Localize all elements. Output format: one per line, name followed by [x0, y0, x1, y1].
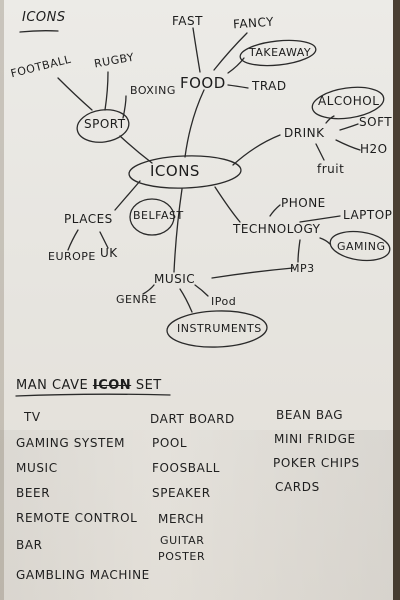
mp3-label: MP3 — [290, 262, 315, 275]
list-item-guitar: Guitar — [160, 534, 205, 547]
branch-tech-laptop — [299, 215, 341, 223]
list-item-bar: Bar — [16, 538, 43, 552]
branch-center-music — [173, 188, 183, 273]
list-item-beer: Beer — [16, 486, 51, 500]
list-item-gaming-system: Gaming System — [16, 436, 126, 450]
fruit-label: fruit — [317, 162, 345, 176]
branch-center-sport — [119, 135, 153, 164]
branch-places-europe — [67, 229, 79, 251]
branch-food-fast — [192, 27, 201, 73]
branch-drink-alcohol — [325, 115, 335, 124]
branch-places-uk — [99, 231, 109, 249]
soft-label: Soft — [359, 115, 393, 129]
set-title-part1: Man Cave — [16, 378, 89, 393]
set-title-underline — [15, 393, 171, 397]
set-title-part3: Set — [135, 378, 162, 393]
alcohol-oval — [311, 86, 385, 120]
places-label: Places — [64, 212, 113, 226]
branch-sport-football — [57, 77, 93, 111]
laptop-label: Laptop — [343, 208, 393, 222]
technology-label: Technology — [233, 222, 321, 236]
instruments-oval — [166, 310, 268, 348]
header-title: Icons — [22, 10, 66, 25]
branch-tech-phone — [269, 204, 281, 217]
sport-oval — [76, 109, 130, 143]
list-item-poker-chips: Poker Chips — [273, 456, 360, 470]
list-item-poster: Poster — [158, 550, 206, 563]
belfast-oval — [129, 198, 175, 236]
list-item-cards: Cards — [275, 480, 320, 494]
gaming-label: Gaming — [337, 240, 386, 253]
europe-label: Europe — [48, 250, 96, 263]
list-item-tv: TV — [24, 410, 41, 424]
list-item-merch: Merch — [158, 512, 205, 526]
branch-sport-rugby — [104, 71, 109, 111]
branch-music-mp3 — [211, 267, 294, 279]
branch-food-trad — [227, 84, 249, 89]
h2o-label: H2O — [360, 142, 388, 156]
center-oval — [128, 155, 242, 189]
food-label: Food — [180, 74, 226, 92]
list-item-music: Music — [16, 461, 58, 475]
takeaway-label: Takeaway — [249, 46, 312, 59]
branch-center-tech — [214, 186, 241, 223]
branch-sport-boxing — [122, 95, 127, 119]
ipod-label: IPod — [211, 295, 237, 308]
mindmap-center: Icons — [150, 162, 200, 180]
branch-drink-h2o — [335, 139, 361, 151]
branch-food-takeaway — [227, 57, 245, 74]
uk-label: UK — [100, 246, 118, 260]
fast-label: Fast — [172, 14, 203, 28]
music-label: Music — [154, 272, 196, 286]
genre-label: Genre — [116, 293, 157, 306]
drink-label: Drink — [284, 126, 325, 140]
set-title-part2: Icon — [92, 378, 132, 393]
list-item-mini-fridge: Mini Fridge — [274, 432, 356, 446]
phone-label: Phone — [281, 196, 326, 210]
list-item-pool: Pool — [152, 436, 188, 450]
sport-label: Sport — [84, 117, 126, 131]
belfast-label: Belfast — [133, 209, 184, 222]
list-item-gambling-machine: Gambling Machine — [16, 568, 150, 582]
takeaway-oval — [239, 39, 317, 67]
branch-tech-gaming — [319, 237, 331, 245]
fancy-label: Fancy — [232, 14, 275, 32]
set-title: Man Cave Icon Set — [16, 378, 162, 393]
branch-music-instruments — [179, 288, 193, 313]
instruments-label: Instruments — [177, 322, 262, 335]
list-item-speaker: Speaker — [152, 486, 211, 500]
list-item-bean-bag: Bean Bag — [276, 408, 344, 422]
list-item-remote-control: Remote Control — [16, 511, 138, 525]
alcohol-label: Alcohol — [318, 94, 380, 108]
branch-center-places — [114, 180, 141, 211]
boxing-label: Boxing — [130, 84, 176, 97]
branch-center-food — [184, 89, 205, 158]
branch-drink-soft — [339, 123, 359, 131]
header-underline — [19, 30, 59, 33]
list-item-dart-board: Dart Board — [150, 412, 235, 426]
branch-center-drink — [232, 134, 281, 166]
branch-drink-fruit — [315, 143, 325, 161]
branch-tech-mp3 — [297, 239, 301, 263]
branch-music-ipod — [194, 284, 209, 297]
page-edge-right — [393, 0, 400, 600]
gaming-oval — [329, 230, 391, 262]
branch-music-genre — [142, 284, 155, 295]
list-item-foosball: Foosball — [152, 461, 221, 475]
trad-label: Trad — [252, 79, 287, 93]
branch-food-fancy — [213, 32, 248, 71]
page-edge-left — [0, 0, 4, 600]
